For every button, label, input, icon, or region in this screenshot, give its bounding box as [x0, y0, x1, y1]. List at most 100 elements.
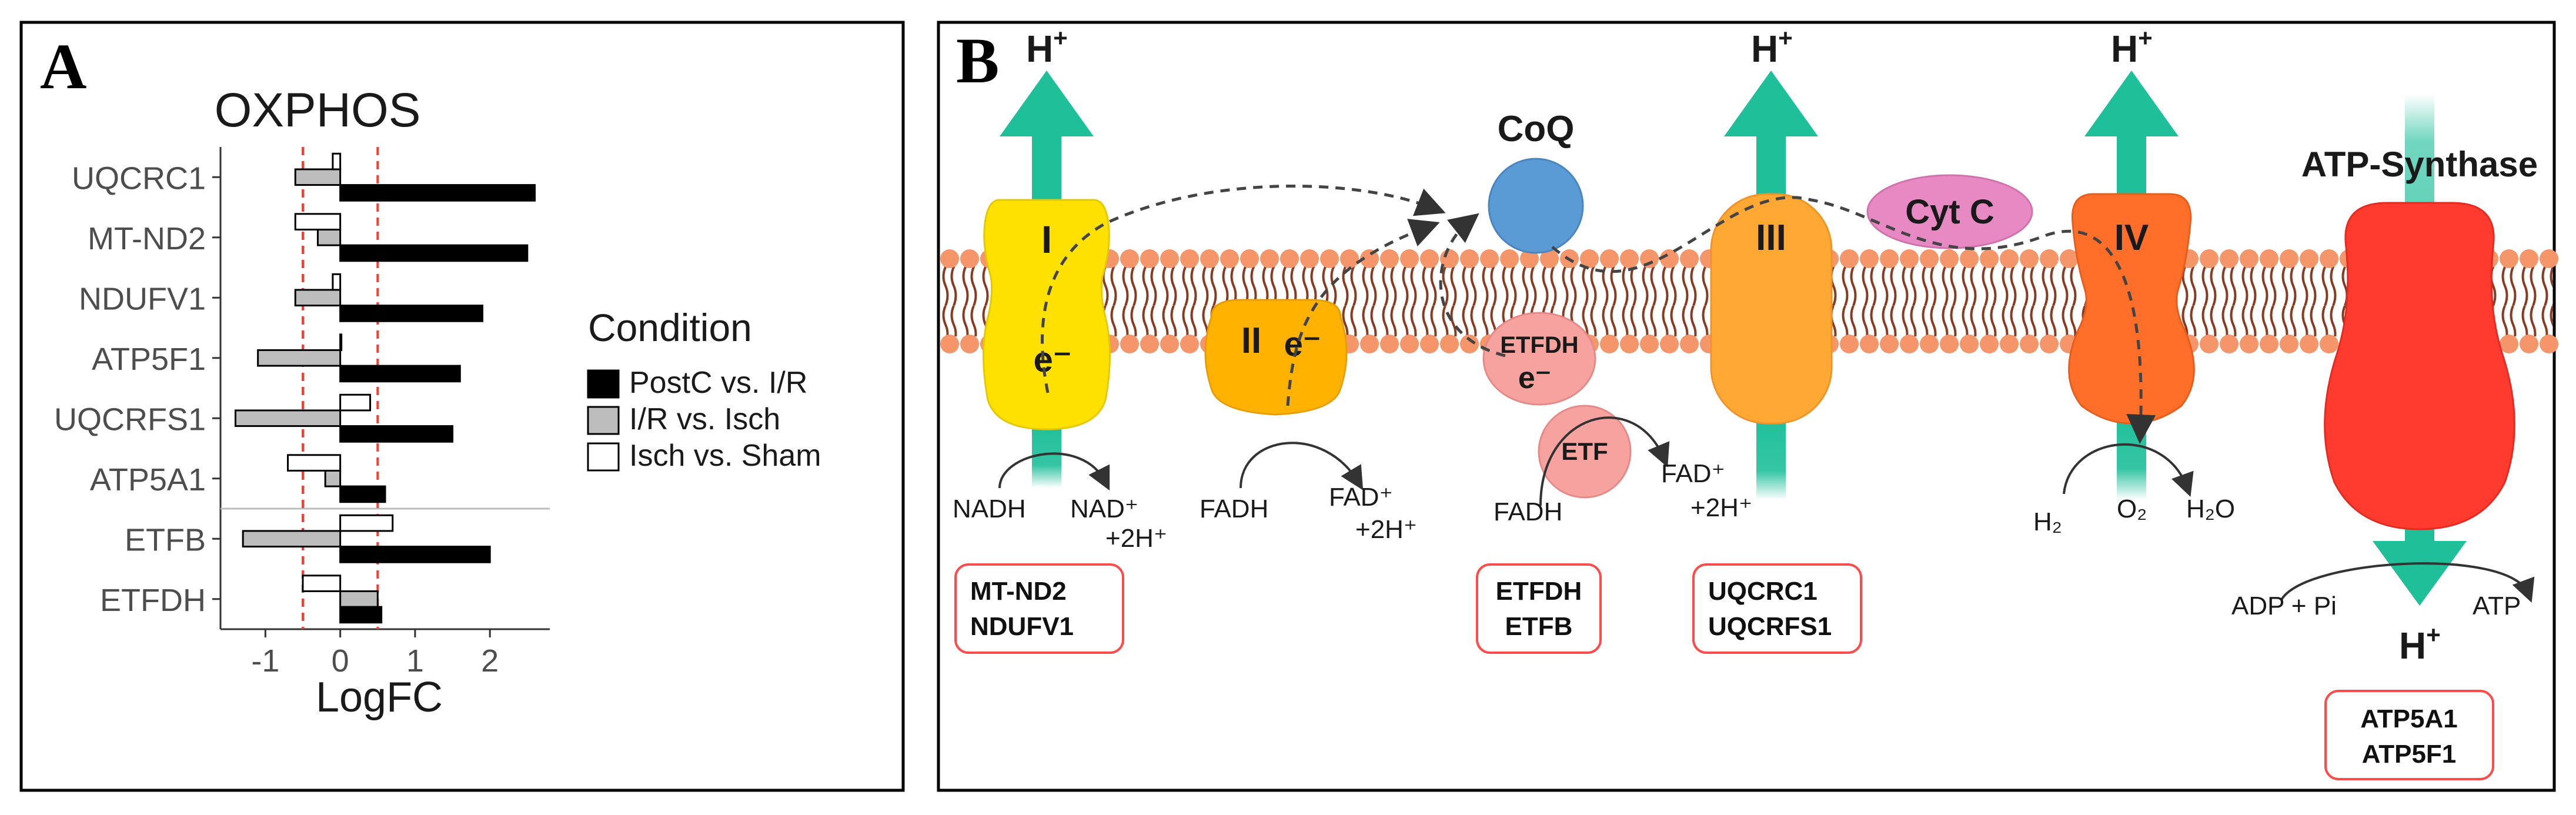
lipid-head: [1920, 249, 1939, 268]
gene-label: UQCRFS1: [1708, 612, 1832, 641]
lipid-head: [1660, 335, 1679, 353]
bar: [339, 546, 491, 563]
lipid-head: [1600, 335, 1619, 353]
atp-proton-arrow: [2373, 541, 2467, 606]
complex-i-label: I: [1041, 218, 1052, 261]
proton-channel-3-low: [1756, 417, 1786, 500]
lipid-head: [2040, 335, 2059, 353]
legend-title: Condition: [588, 306, 752, 349]
lipid-head: [1460, 335, 1479, 353]
lipid-head: [1220, 249, 1239, 268]
panel-b-letter: B: [956, 25, 999, 96]
lipid-head: [1880, 335, 1899, 353]
o2-label: O₂: [2117, 495, 2147, 523]
lipid-head: [2000, 249, 2019, 268]
y-tick-label: ATP5A1: [90, 462, 206, 497]
fadh-ii-label: FADH: [1200, 495, 1268, 523]
nad-h-label: +2H⁺: [1105, 524, 1167, 553]
nad-label: NAD⁺: [1070, 495, 1138, 523]
lipid-head: [2260, 249, 2278, 268]
lipid-head: [2540, 335, 2558, 353]
lipid-head: [1140, 249, 1159, 268]
lipid-head: [2260, 335, 2278, 353]
lipid-head: [1360, 335, 1379, 353]
bar: [294, 289, 342, 307]
legend-swatch: [587, 369, 620, 399]
proton-label-4: H+: [2111, 24, 2153, 70]
proton-label-1: H+: [1026, 24, 1068, 70]
lipid-head: [1840, 249, 1859, 268]
panel-b: B H+ H+ H+ H+ I e⁻ II e⁻: [937, 21, 2558, 792]
lipid-head: [1180, 249, 1199, 268]
bar: [339, 425, 454, 443]
etfdh-label: ETFDH: [1500, 332, 1578, 358]
bar: [234, 409, 342, 427]
gene-label: UQCRC1: [1708, 577, 1817, 606]
lipid-head: [1500, 249, 1519, 268]
complex-iii: [1710, 193, 1833, 425]
lipid-head: [1680, 249, 1699, 268]
fad-ii-label: FAD⁺: [1329, 483, 1393, 512]
lipid-head: [1300, 249, 1319, 268]
gene-box-complex-iii: UQCRC1 UQCRFS1: [1692, 563, 1862, 654]
bar: [339, 305, 483, 322]
bar: [242, 530, 342, 548]
lipid-head: [1900, 335, 1919, 353]
lipid-head: [2220, 249, 2238, 268]
proton-arrow-4: [2084, 71, 2179, 136]
bar: [316, 228, 342, 246]
etfdh: [1482, 312, 1596, 406]
lipid-head: [2220, 335, 2238, 353]
gene-box-complex-i: MT-ND2 NDUFV1: [954, 563, 1124, 654]
lipid-head: [1400, 335, 1419, 353]
bar: [339, 590, 379, 608]
lipid-head: [1120, 249, 1139, 268]
lipid-head: [1940, 249, 1959, 268]
lipid-head: [1380, 249, 1399, 268]
x-axis-label: LogFC: [316, 674, 443, 721]
h2-label: H₂: [2033, 507, 2062, 536]
x-tick-label: 2: [481, 643, 499, 679]
lipid-head: [2000, 335, 2019, 353]
legend-label: I/R vs. Isch: [629, 402, 780, 436]
lipid-head: [1240, 249, 1259, 268]
lipid-head: [2280, 249, 2298, 268]
lipid-head: [1320, 249, 1339, 268]
bar: [339, 333, 343, 351]
legend-swatch: [587, 406, 620, 435]
lipid-head: [1520, 249, 1539, 268]
bar: [294, 168, 342, 186]
bar: [339, 393, 372, 412]
bar: [339, 606, 383, 624]
lipid-head: [1140, 335, 1159, 353]
lipid-head: [960, 335, 979, 353]
lipid-head: [2320, 249, 2338, 268]
fad-etf-label: FAD⁺: [1661, 459, 1725, 488]
lipid-head: [1860, 249, 1879, 268]
lipid-head: [960, 249, 979, 268]
complex-i: [983, 199, 1111, 430]
lipid-head: [1460, 249, 1479, 268]
lipid-head: [1960, 335, 1979, 353]
lipid-head: [1980, 249, 1999, 268]
lipid-head: [1260, 249, 1279, 268]
lipid-head: [1160, 335, 1179, 353]
bar-chart: UQCRC1MT-ND2NDUFV1ATP5F1UQCRFS1ATP5A1ETF…: [54, 147, 550, 679]
gene-box-etf: ETFDH ETFB: [1476, 563, 1602, 654]
panel-a: A OXPHOS UQCRC1MT-ND2NDUFV1ATP5F1UQCRFS1…: [19, 21, 905, 792]
lipid-head: [940, 249, 959, 268]
atp-channel-top: [2405, 94, 2434, 212]
proton-arrow-3: [1724, 71, 1818, 136]
lipid-head: [1640, 335, 1659, 353]
etf: [1538, 405, 1632, 499]
bar: [339, 514, 394, 532]
lipid-head: [2240, 335, 2258, 353]
panel-a-letter: A: [40, 31, 86, 102]
lipid-head: [2060, 249, 2079, 268]
lipid-head: [1940, 335, 1959, 353]
y-tick-label: MT-ND2: [88, 221, 206, 256]
panel-a-frame: [19, 21, 905, 792]
complex-iii-label: III: [1756, 218, 1786, 258]
bar: [332, 152, 342, 171]
